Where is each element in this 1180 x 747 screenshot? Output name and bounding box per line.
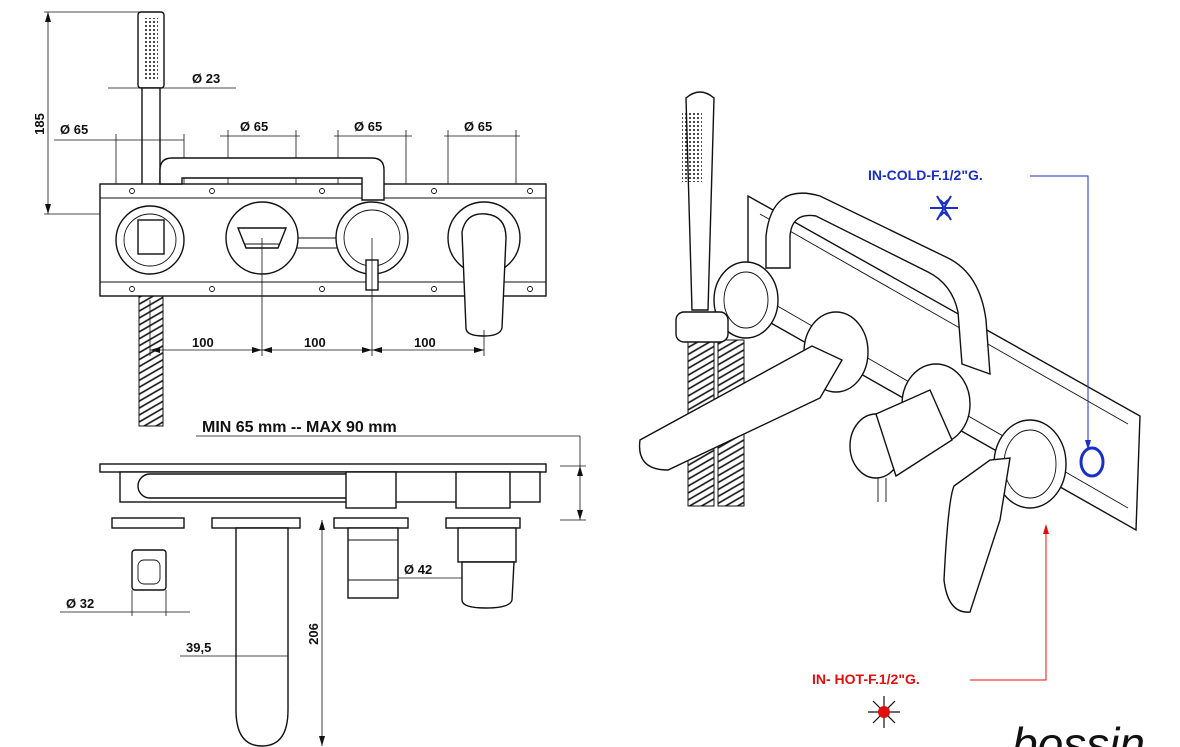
iso-cold-inlet bbox=[1079, 446, 1105, 478]
iso-handshower-nozzles bbox=[682, 112, 702, 182]
dim-spout-length: 206 bbox=[306, 623, 321, 645]
shower-holder bbox=[137, 219, 165, 255]
dim-outlet-dia-2: Ø 65 bbox=[240, 119, 268, 134]
side-holder bbox=[131, 549, 167, 591]
dim-outlet-dia-1: Ø 65 bbox=[60, 122, 88, 137]
plate-holes bbox=[129, 188, 533, 292]
dim-handshower-dia: Ø 23 bbox=[192, 71, 220, 86]
dim-spacing-2: 100 bbox=[304, 335, 326, 350]
dim-spacing-3: 100 bbox=[414, 335, 436, 350]
iso-mixer-lever bbox=[943, 457, 1011, 613]
dim-body-dia: Ø 42 bbox=[404, 562, 432, 577]
dim-wall-depth: MIN 65 mm -- MAX 90 mm bbox=[202, 419, 397, 436]
front-view: 185 Ø 23 Ø 65 Ø 65 Ø 65 Ø 65 bbox=[32, 11, 547, 427]
side-mixer-body bbox=[455, 471, 511, 509]
side-mixer-lever bbox=[461, 561, 515, 609]
side-rosette-1 bbox=[111, 517, 185, 529]
side-mixer-cartridge bbox=[457, 527, 517, 563]
mixer-lever bbox=[461, 213, 507, 337]
dim-small-dia: Ø 32 bbox=[66, 596, 94, 611]
side-view: MIN 65 mm -- MAX 90 mm Ø 32 39,5 206 bbox=[60, 419, 586, 747]
brand-logo-partial: bossin bbox=[1012, 718, 1145, 747]
dim-spout-reach: 39,5 bbox=[186, 640, 211, 655]
snowflake-icon bbox=[930, 195, 958, 221]
isometric-view: IN-COLD-F.1/2"G. IN- HOT-F.1/2"G. bossin bbox=[638, 91, 1145, 747]
iso-holder bbox=[675, 311, 729, 343]
connecting-pipe bbox=[159, 157, 385, 201]
dim-outlet-dia-3: Ø 65 bbox=[354, 119, 382, 134]
sun-icon bbox=[868, 696, 900, 728]
side-diverter-knob bbox=[347, 527, 399, 599]
side-rosette-2 bbox=[211, 517, 301, 529]
iso-pipe bbox=[765, 192, 991, 376]
side-rosette-3 bbox=[333, 517, 409, 529]
wall-surface bbox=[99, 463, 547, 473]
cold-inlet-label: IN-COLD-F.1/2"G. bbox=[868, 167, 983, 183]
dim-outlet-dia-4: Ø 65 bbox=[464, 119, 492, 134]
dim-spacing-1: 100 bbox=[192, 335, 214, 350]
hot-inlet-label: IN- HOT-F.1/2"G. bbox=[812, 671, 920, 687]
side-diverter-body bbox=[345, 471, 397, 509]
side-spout bbox=[235, 527, 289, 747]
handshower-nozzles bbox=[144, 18, 158, 80]
iso-spout bbox=[638, 345, 843, 471]
dim-height-185: 185 bbox=[32, 113, 47, 135]
side-rosette-4 bbox=[445, 517, 521, 529]
